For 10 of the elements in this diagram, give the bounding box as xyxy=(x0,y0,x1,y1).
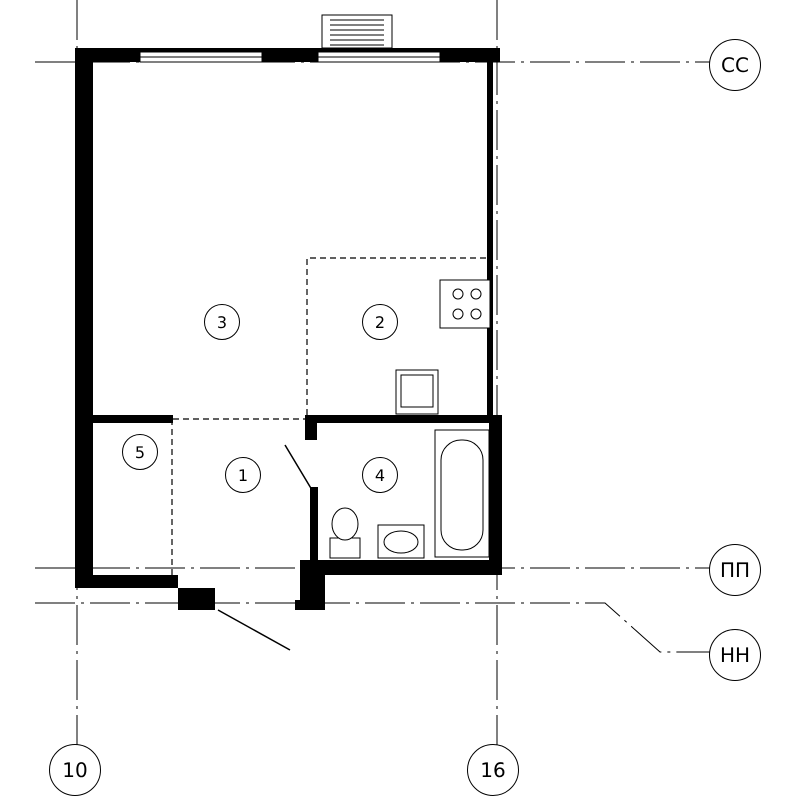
room-number-callout: 3 xyxy=(204,304,240,340)
axis-marker: ПП xyxy=(709,544,761,596)
axis-marker: 10 xyxy=(49,744,101,796)
axis-marker: 16 xyxy=(467,744,519,796)
room-number-callout: 1 xyxy=(225,457,261,493)
axis-marker: СС xyxy=(709,39,761,91)
room-number-callout: 4 xyxy=(362,457,398,493)
room-number-callout: 5 xyxy=(122,434,158,470)
axis-marker: НН xyxy=(709,629,761,681)
room-number-callout: 2 xyxy=(362,304,398,340)
